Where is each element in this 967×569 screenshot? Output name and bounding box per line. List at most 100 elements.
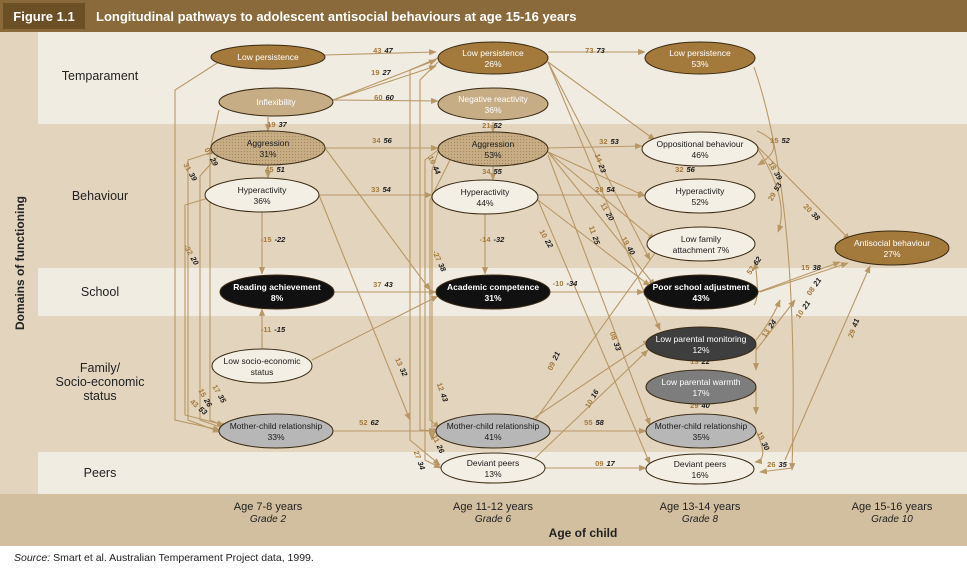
edge-coefficient-label: -14-32 (480, 235, 506, 244)
node-label: Mother-child relationship (655, 421, 748, 431)
node-label: Low persistence (237, 52, 299, 62)
node-value: 52% (691, 197, 708, 207)
pathway-arrow (429, 159, 451, 429)
edge-coefficient-label: 2734 (412, 449, 427, 471)
node-value: 16% (691, 470, 708, 480)
pathway-arrow (547, 154, 651, 426)
node-shape (644, 41, 756, 75)
node-label: Aggression (472, 139, 515, 149)
grade-label-8: Grade 8 (682, 514, 719, 525)
node-label: Academic competence (447, 282, 539, 292)
age-label-11-12: Age 11-12 years (453, 501, 533, 513)
node-value: 26% (484, 59, 501, 69)
edge-coefficient-label: -15-22 (261, 235, 287, 244)
node-label: Aggression (247, 138, 290, 148)
domain-temperament-label: Temparament (62, 69, 139, 83)
pathway-arrow (547, 151, 656, 241)
pathway-arrow (547, 151, 656, 287)
edge-coefficient-label: -11-15 (261, 325, 286, 334)
node-shape (645, 413, 757, 449)
node-shape (644, 178, 756, 214)
node-value: 33% (267, 432, 284, 442)
node-label: Poor school adjustment (653, 282, 750, 292)
node-label: Mother-child relationship (230, 421, 323, 431)
node-label: Deviant peers (467, 458, 519, 468)
node-shape (210, 130, 326, 166)
age-label-15-16: Age 15-16 years (852, 501, 933, 513)
pathway-arrow (547, 61, 656, 141)
edge-coefficient-label: 0821 (805, 276, 824, 297)
source-band (0, 546, 967, 569)
pathway-arrow (174, 57, 226, 432)
grade-label-2: Grade 2 (250, 514, 287, 525)
node-value: 12% (692, 345, 709, 355)
node-shape (834, 230, 950, 266)
node-value: 36% (484, 105, 501, 115)
node-shape (437, 87, 549, 121)
edge-coefficient-label: 1243 (435, 381, 450, 403)
pathway-arrow (754, 143, 851, 241)
node-inf7: Inflexibility (218, 87, 334, 117)
y-axis-title: Domains of functioning (13, 196, 27, 330)
node-shape (211, 348, 313, 384)
node-shape (641, 131, 759, 167)
node-shape (645, 369, 757, 405)
pathway-arrow (530, 349, 649, 463)
pathway-arrow (187, 149, 221, 433)
node-shape (219, 274, 335, 310)
source-text: Smart et al. Australian Temperament Proj… (50, 552, 314, 564)
node-label: Antisocial behaviour (854, 238, 930, 248)
age-label-7-8: Age 7-8 years (234, 501, 303, 513)
node-lp7: Low persistence (210, 44, 326, 70)
side-label-strip (0, 32, 38, 494)
node-shape (218, 413, 334, 449)
pathway-arrow (547, 61, 661, 331)
pathway-arrow (537, 199, 651, 465)
node-shape (645, 326, 757, 362)
node-value: 46% (691, 150, 708, 160)
node-value: 35% (692, 432, 709, 442)
pathway-arrow (757, 261, 841, 293)
node-label: Deviant peers (674, 459, 726, 469)
pathway-arrow (184, 194, 225, 427)
node-value: 53% (691, 59, 708, 69)
node-label: Low socio-economic (223, 356, 301, 366)
pathway-arrow (419, 61, 441, 434)
node-label: Hyperactivity (238, 185, 287, 195)
node-value: 53% (484, 150, 501, 160)
pathway-arrow (424, 149, 442, 469)
pathway-arrow (537, 199, 651, 287)
age-label-13-14: Age 13-14 years (660, 501, 741, 513)
edge-coefficient-label: 2941 (846, 317, 861, 339)
edge-coefficient-label: 0921 (545, 350, 561, 372)
pathway-arrow (753, 66, 796, 471)
pathway-arrow (756, 130, 775, 166)
age-axis-band (0, 494, 967, 546)
